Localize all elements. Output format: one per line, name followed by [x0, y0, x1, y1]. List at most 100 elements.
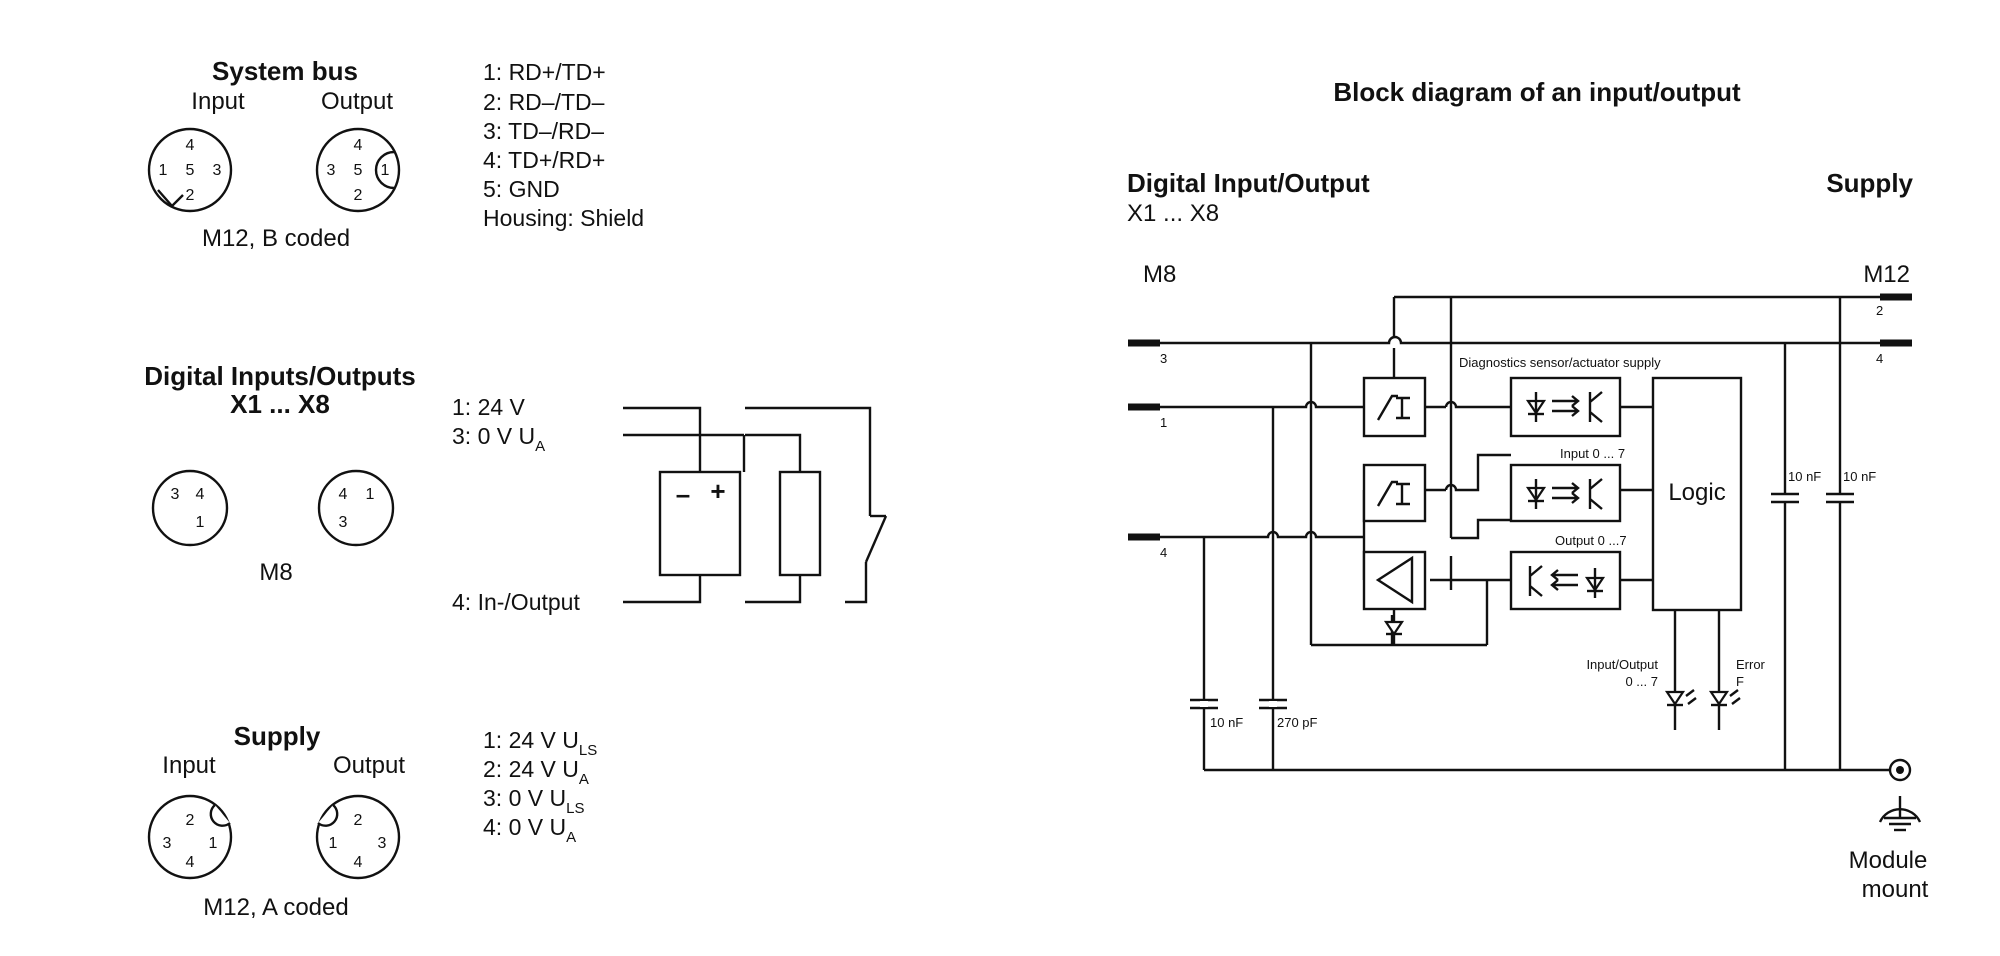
supply-connector-label: M12, A coded	[203, 894, 348, 921]
dio-right-pin: 1	[366, 486, 375, 503]
load-resistor	[778, 470, 822, 577]
sb-pin-line: 1: RD+/TD+	[483, 59, 606, 85]
bd-led-err-label: Error	[1736, 657, 1766, 672]
bd-amplifier	[1362, 550, 1427, 611]
sb-out-pin: 2	[354, 187, 363, 204]
supply-output-label: Output	[333, 752, 405, 779]
sup-out-pin: 3	[378, 835, 387, 852]
sup-pin-line: 1: 24 V ULS	[483, 727, 597, 759]
sup-in-pin: 1	[209, 835, 218, 852]
dio-wiring: – +	[623, 406, 888, 604]
bd-cap-label: 10 nF	[1210, 715, 1243, 730]
system-bus-title: System bus	[212, 56, 358, 86]
system-bus-input-connector: 4 1 5 3 2	[147, 127, 233, 213]
dio-left-pin: 4	[196, 486, 205, 503]
switch	[864, 515, 888, 563]
sensor-minus: –	[676, 479, 690, 509]
sb-in-pin: 1	[159, 162, 168, 179]
system-bus-pin-list: 1: RD+/TD+ 2: RD–/TD– 3: TD–/RD– 4: TD+/…	[483, 59, 644, 231]
bd-led-io-label: Input/Output	[1586, 657, 1658, 672]
bd-logic-label: Logic	[1668, 479, 1725, 506]
bd-output-label: Output 0 ...7	[1555, 533, 1627, 548]
dio-pin3-label: 3: 0 V UA	[452, 423, 545, 455]
supply-input-label: Input	[162, 752, 216, 779]
block-diagram: Block diagram of an input/output Digital…	[1127, 77, 1929, 903]
digital-io-connector-label: M8	[259, 559, 292, 586]
bd-wires	[1160, 295, 1890, 772]
system-bus-output-connector: 4 3 5 1 2	[315, 127, 401, 213]
bd-m8-pin: 1	[1160, 415, 1167, 430]
dio-pin1-label: 1: 24 V	[452, 394, 526, 420]
sb-in-pin: 5	[186, 162, 195, 179]
sb-in-pin: 2	[186, 187, 195, 204]
dio-left-pin: 3	[171, 486, 180, 503]
digital-io-left-connector: 3 4 1	[151, 469, 229, 547]
bd-cap-label: 10 nF	[1788, 469, 1821, 484]
block-diagram-title: Block diagram of an input/output	[1333, 77, 1741, 107]
bd-module-mount: Module mount	[1849, 758, 1929, 903]
bd-led-io-range: 0 ... 7	[1625, 674, 1658, 689]
supply-output-connector: 2 1 3 4	[315, 794, 401, 880]
bd-m8-label: M8	[1143, 261, 1176, 288]
bd-led-io	[1664, 690, 1686, 706]
bd-module-mount-line1: Module	[1849, 847, 1928, 874]
bd-leds: Input/Output 0 ... 7 Error F	[1586, 657, 1766, 707]
bd-diag-label: Diagnostics sensor/actuator supply	[1459, 355, 1661, 370]
sb-pin-line: 4: TD+/RD+	[483, 147, 605, 173]
supply-section: Supply Input Output 2 3 1 4 2 1 3 4 M12,…	[147, 721, 597, 921]
dio-left-pin: 1	[196, 514, 205, 531]
bd-led-err-letter: F	[1736, 674, 1744, 689]
bd-schmitt-2	[1362, 463, 1427, 523]
sup-in-pin: 3	[163, 835, 172, 852]
bd-blocks: Logic Diagnostics sensor/actuator supply…	[1362, 355, 1743, 645]
bd-terminals: 3 1 4 2 4	[1128, 293, 1912, 560]
digital-io-title: Digital Inputs/Outputs	[144, 361, 416, 391]
sup-pin-line: 4: 0 V UA	[483, 814, 576, 846]
sup-out-pin: 2	[354, 812, 363, 829]
sb-pin-line: 5: GND	[483, 176, 560, 202]
sb-out-pin: 5	[354, 162, 363, 179]
digital-io-subtitle: X1 ... X8	[230, 389, 330, 419]
sb-pin-line: 3: TD–/RD–	[483, 118, 604, 144]
bd-cap-label: 10 nF	[1843, 469, 1876, 484]
bd-m8-pin: 4	[1160, 545, 1167, 560]
sup-pin-line: 2: 24 V UA	[483, 756, 589, 788]
bd-optocoupler-diag	[1509, 376, 1622, 438]
dio-right-pin: 4	[339, 486, 348, 503]
bd-input-label: Input 0 ... 7	[1560, 446, 1625, 461]
bd-optocoupler-output	[1509, 550, 1622, 611]
sup-out-pin: 4	[354, 854, 363, 871]
bd-capacitors: 10 nF 270 pF 10 nF 10 nF	[1190, 469, 1876, 730]
digital-io-right-connector: 4 1 3	[317, 469, 395, 547]
dio-right-pin: 3	[339, 514, 348, 531]
bd-left-title: Digital Input/Output	[1127, 168, 1370, 198]
system-bus-section: System bus Input Output 4 1 5 3 2 4 3 5 …	[147, 56, 644, 252]
bd-m8-pin: 3	[1160, 351, 1167, 366]
system-bus-connector-label: M12, B coded	[202, 225, 350, 252]
bd-left-subtitle: X1 ... X8	[1127, 200, 1219, 227]
bd-logic-block	[1651, 376, 1743, 612]
supply-pin-list: 1: 24 V ULS 2: 24 V UA 3: 0 V ULS 4: 0 V…	[483, 727, 597, 846]
sb-out-pin: 4	[354, 137, 363, 154]
sup-in-pin: 4	[186, 854, 195, 871]
bd-m12-pin: 2	[1876, 303, 1883, 318]
bd-optocoupler-input	[1509, 463, 1622, 523]
dio-pin4-label: 4: In-/Output	[452, 589, 580, 615]
sb-in-pin: 3	[213, 162, 222, 179]
supply-input-connector: 2 3 1 4	[147, 794, 233, 880]
bd-m12-pin: 4	[1876, 351, 1883, 366]
bd-led-error	[1708, 690, 1730, 706]
sb-out-pin: 1	[381, 162, 390, 179]
sup-pin-line: 3: 0 V ULS	[483, 785, 584, 817]
sb-pin-line: Housing: Shield	[483, 205, 644, 231]
sensor-block	[658, 470, 742, 577]
bd-cap-label: 270 pF	[1277, 715, 1318, 730]
supply-title: Supply	[234, 721, 321, 751]
bd-module-mount-line2: mount	[1862, 876, 1929, 903]
digital-io-section: Digital Inputs/Outputs X1 ... X8 3 4 1 4…	[144, 361, 888, 615]
bd-m12-label: M12	[1863, 261, 1910, 288]
sensor-plus: +	[710, 476, 725, 506]
bd-schmitt-1	[1362, 376, 1427, 438]
system-bus-input-label: Input	[191, 88, 245, 115]
